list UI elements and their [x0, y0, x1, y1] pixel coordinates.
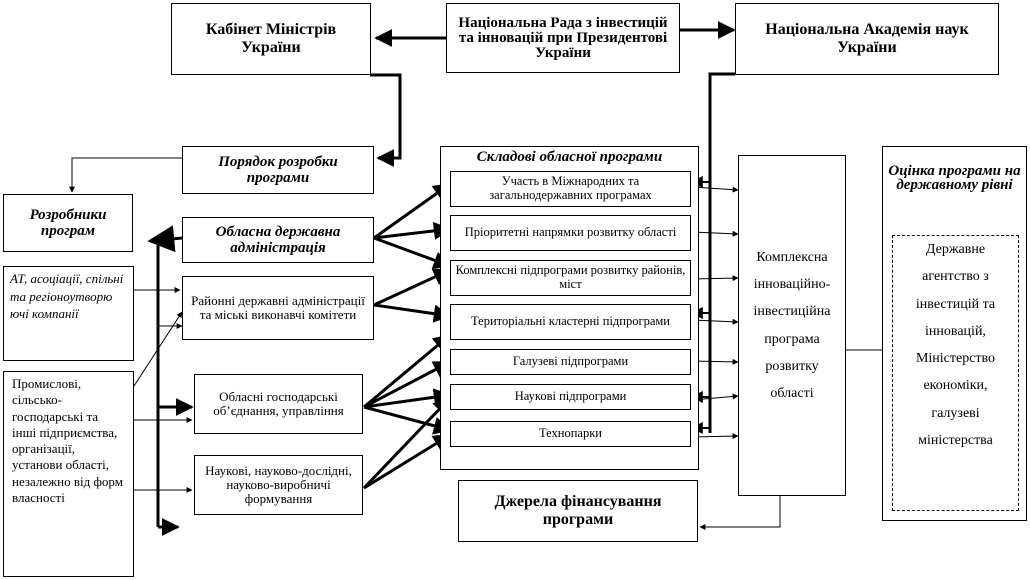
associations-box: АТ, асоціації, спільні та регіоноутворю … — [3, 266, 134, 361]
scientific-units-box: Наукові, науково-дослідні, науково-вироб… — [194, 455, 363, 515]
component-label: Пріоритетні напрямки розвитку області — [464, 225, 677, 240]
economic-assoc-box: Обласні господарські об’єднання, управлі… — [194, 374, 363, 434]
district-admins-box: Районні державні адміністрації та міські… — [182, 276, 374, 340]
procedure-box: Порядок розробки програми — [182, 146, 374, 194]
evaluation-body-box: Державне агентство з інвестицій та іннов… — [892, 235, 1019, 511]
district-admins-label: Районні державні адміністрації та міські… — [191, 292, 365, 322]
component-label: Участь в Міжнародних та загальнодержавни… — [489, 174, 652, 202]
arrow-cabinet-to-procedure — [370, 73, 402, 167]
associations-label: АТ, асоціації, спільні та регіоноутворю … — [10, 271, 124, 322]
components-title: Складові обласної програми — [476, 149, 663, 165]
component-item: Пріоритетні напрямки розвитку області — [450, 215, 691, 251]
regional-admin-label: Обласна державна адміністрація — [215, 223, 341, 257]
academy-bus — [708, 72, 735, 433]
national-council-box: Національна Рада з інвестицій та інновац… — [446, 3, 680, 73]
evaluation-body-label: Державне агентство з інвестицій та іннов… — [915, 242, 996, 449]
national-council-label: Національна Рада з інвестицій та інновац… — [458, 14, 668, 61]
enterprises-box: Промислові, сільсько-господарські та інш… — [3, 371, 134, 577]
arrow-procedure-to-developers — [69, 157, 182, 193]
economic-assoc-label: Обласні господарські об’єднання, управлі… — [213, 388, 344, 418]
component-label: Галузеві підпрограми — [512, 354, 629, 369]
component-item: Галузеві підпрограми — [450, 349, 691, 375]
scientific-units-label: Наукові, науково-дослідні, науково-вироб… — [205, 462, 352, 507]
regional-admin-box: Обласна державна адміністрація — [182, 217, 374, 263]
component-item: Комплексні підпрограми розвитку районів,… — [450, 260, 691, 296]
component-label: Територіальні кластерні підпрограми — [471, 314, 670, 329]
enterprises-label: Промислові, сільсько-господарські та інш… — [12, 376, 123, 505]
component-item: Наукові підпрограми — [450, 384, 691, 410]
funding-label: Джерела фінансування програми — [494, 493, 662, 528]
component-label: Технопарки — [539, 426, 602, 441]
complex-program-label: Комплексна інноваційно-інвестиційна прог… — [753, 249, 831, 402]
component-item: Участь в Міжнародних та загальнодержавни… — [450, 171, 691, 207]
funding-box: Джерела фінансування програми — [458, 480, 698, 542]
component-item: Технопарки — [450, 421, 691, 447]
academy-box: Національна Академія наук України — [735, 3, 999, 75]
developers-label: Розробники програм — [29, 206, 107, 240]
arrow-program-to-funding — [699, 496, 781, 530]
developers-box: Розробники програм — [3, 194, 133, 252]
cabinet-box: Кабінет Міністрів України — [171, 3, 371, 75]
cabinet-label: Кабінет Міністрів України — [205, 21, 337, 56]
component-label: Наукові підпрограми — [514, 389, 627, 404]
evaluation-title: Оцінка програми на державному рівні — [888, 163, 1021, 194]
component-item: Територіальні кластерні підпрограми — [450, 304, 691, 340]
academy-label: Національна Академія наук України — [765, 21, 969, 56]
complex-program-box: Комплексна інноваційно-інвестиційна прог… — [738, 155, 846, 496]
component-label: Комплексні підпрограми розвитку районів,… — [455, 263, 686, 291]
procedure-label: Порядок розробки програми — [218, 153, 338, 187]
